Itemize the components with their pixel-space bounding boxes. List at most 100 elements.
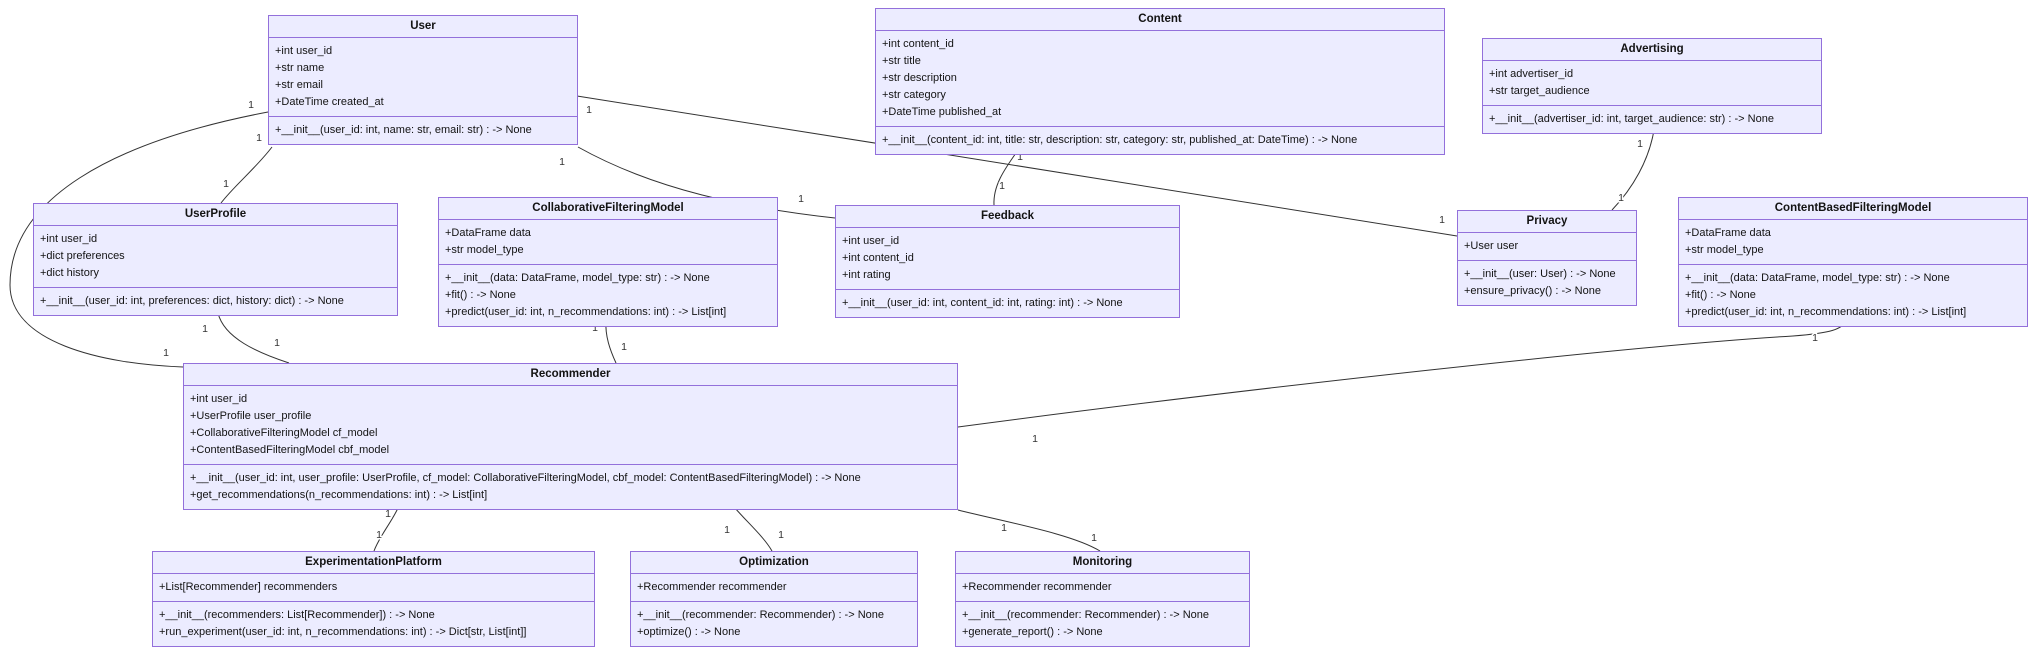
class-attributes-compartment: +Recommender recommender bbox=[631, 574, 917, 602]
class-title: Monitoring bbox=[956, 552, 1249, 574]
class-attribute: +List[Recommender] recommenders bbox=[159, 581, 338, 593]
class-optimization: Optimization+Recommender recommender +__i… bbox=[630, 551, 918, 647]
class-methods-compartment: +__init__(user_id: int, name: str, email… bbox=[269, 117, 577, 144]
class-method: +predict(user_id: int, n_recommendations… bbox=[445, 306, 727, 318]
class-attributes-compartment: +DataFrame data+str model_type bbox=[439, 220, 777, 265]
class-method: +__init__(user_id: int, content_id: int,… bbox=[842, 297, 1123, 309]
class-attribute: +ContentBasedFilteringModel cbf_model bbox=[190, 444, 390, 456]
multiplicity-label: 1 bbox=[1032, 433, 1038, 445]
class-method: +__init__(data: DataFrame, model_type: s… bbox=[1685, 272, 1950, 284]
class-attributes-compartment: +int user_id+int content_id+int rating bbox=[836, 228, 1179, 290]
class-cbfm: ContentBasedFilteringModel+DataFrame dat… bbox=[1678, 197, 2028, 327]
class-attribute: +UserProfile user_profile bbox=[190, 410, 312, 422]
multiplicity-label: 1 bbox=[586, 104, 592, 116]
class-method: +__init__(advertiser_id: int, target_aud… bbox=[1489, 113, 1774, 125]
multiplicity-label: 1 bbox=[621, 341, 627, 353]
edge-user-feedback bbox=[577, 146, 836, 219]
multiplicity-label: 1 bbox=[385, 508, 391, 520]
class-method: +fit() : -> None bbox=[1685, 289, 1756, 301]
multiplicity-label: 1 bbox=[1017, 151, 1023, 163]
multiplicity-label: 1 bbox=[1091, 532, 1097, 544]
class-attribute: +int advertiser_id bbox=[1489, 68, 1574, 80]
class-methods-compartment: +__init__(user_id: int, content_id: int,… bbox=[836, 290, 1179, 317]
class-method: +optimize() : -> None bbox=[637, 626, 741, 638]
class-methods-compartment: +__init__(content_id: int, title: str, d… bbox=[876, 127, 1444, 154]
class-attribute: +str title bbox=[882, 55, 921, 67]
class-title: ExperimentationPlatform bbox=[153, 552, 594, 574]
class-user: User+int user_id+str name+str email+Date… bbox=[268, 15, 578, 145]
multiplicity-label: 1 bbox=[1812, 332, 1818, 344]
edge-advertising-privacy bbox=[1611, 129, 1655, 211]
class-attributes-compartment: +User user bbox=[1458, 233, 1636, 261]
class-attribute: +User user bbox=[1464, 240, 1519, 252]
class-title: Content bbox=[876, 9, 1444, 31]
edge-recommender-monitoring bbox=[957, 509, 1101, 552]
class-attribute: +str description bbox=[882, 72, 957, 84]
class-method: +__init__(user_id: int, user_profile: Us… bbox=[190, 472, 861, 484]
class-method: +generate_report() : -> None bbox=[962, 626, 1103, 638]
multiplicity-label: 1 bbox=[1637, 138, 1643, 150]
class-recommender: Recommender +int user_id +UserProfile user… bbox=[183, 363, 958, 510]
class-feedback: Feedback+int user_id+int content_id+int … bbox=[835, 205, 1180, 318]
multiplicity-label: 1 bbox=[376, 529, 382, 541]
multiplicity-label: 1 bbox=[248, 99, 254, 111]
class-method: +__init__(recommenders: List[Recommender… bbox=[159, 609, 435, 621]
class-methods-compartment: +__init__(user: User) : -> None +ensure_p… bbox=[1458, 261, 1636, 305]
class-method: +__init__(recommender: Recommender) : ->… bbox=[637, 609, 885, 621]
class-privacy: Privacy +User user +__init__(user: User) :… bbox=[1457, 210, 1637, 306]
class-method: +__init__(data: DataFrame, model_type: s… bbox=[445, 272, 710, 284]
class-attributes-compartment: +List[Recommender] recommenders bbox=[153, 574, 594, 602]
class-method: +fit() : -> None bbox=[445, 289, 516, 301]
edge-recommender-optimization bbox=[734, 507, 773, 552]
multiplicity-label: 1 bbox=[1618, 192, 1624, 204]
class-title: Optimization bbox=[631, 552, 917, 574]
class-experimentationplatform: ExperimentationPlatform +List[Recommender… bbox=[152, 551, 595, 647]
class-method: +__init__(user_id: int, name: str, email… bbox=[275, 124, 532, 136]
class-methods-compartment: +__init__(recommender: Recommender) : ->… bbox=[956, 602, 1249, 646]
class-title: ContentBasedFilteringModel bbox=[1679, 198, 2027, 220]
class-methods-compartment: +__init__(advertiser_id: int, target_aud… bbox=[1483, 106, 1821, 133]
class-attributes-compartment: +int user_id+str name+str email+DateTime… bbox=[269, 38, 577, 117]
class-methods-compartment: +__init__(recommender: Recommender) : ->… bbox=[631, 602, 917, 646]
multiplicity-label: 1 bbox=[999, 180, 1005, 192]
class-attribute: +int rating bbox=[842, 269, 891, 281]
class-methods-compartment: +__init__(user_id: int, preferences: dic… bbox=[34, 288, 397, 315]
class-attributes-compartment: +int content_id +str title +str descriptio… bbox=[876, 31, 1444, 127]
class-attribute: +int content_id bbox=[882, 38, 954, 50]
class-method: +__init__(content_id: int, title: str, d… bbox=[882, 134, 1358, 146]
class-attribute: +dict history bbox=[40, 267, 99, 279]
class-attribute: +int user_id bbox=[275, 45, 333, 57]
class-methods-compartment: +__init__(recommenders: List[Recommender… bbox=[153, 602, 594, 646]
class-methods-compartment: +__init__(user_id: int, user_profile: Us… bbox=[184, 465, 957, 509]
class-attribute: +DataFrame data bbox=[445, 227, 531, 239]
multiplicity-label: 1 bbox=[724, 524, 730, 536]
class-attribute: +str email bbox=[275, 79, 323, 91]
multiplicity-label: 1 bbox=[163, 347, 169, 359]
multiplicity-label: 1 bbox=[202, 323, 208, 335]
class-attribute: +DateTime created_at bbox=[275, 96, 384, 108]
class-methods-compartment: +__init__(data: DataFrame, model_type: s… bbox=[1679, 265, 2027, 326]
edge-user-userprofile bbox=[220, 146, 273, 204]
class-attribute: +dict preferences bbox=[40, 250, 125, 262]
class-monitoring: Monitoring+Recommender recommender+__ini… bbox=[955, 551, 1250, 647]
class-method: +__init__(user_id: int, preferences: dic… bbox=[40, 295, 344, 307]
class-attribute: +int user_id bbox=[190, 393, 248, 405]
multiplicity-label: 1 bbox=[592, 322, 598, 334]
class-title: Recommender bbox=[184, 364, 957, 386]
class-title: Privacy bbox=[1458, 211, 1636, 233]
edge-userprofile-recommender bbox=[217, 312, 290, 364]
class-method: +__init__(user: User) : -> None bbox=[1464, 268, 1616, 280]
class-method: +predict(user_id: int, n_recommendations… bbox=[1685, 306, 1967, 318]
multiplicity-label: 1 bbox=[274, 337, 280, 349]
class-title: Feedback bbox=[836, 206, 1179, 228]
class-attribute: +int content_id bbox=[842, 252, 914, 264]
class-method: +ensure_privacy() : -> None bbox=[1464, 285, 1601, 297]
class-attributes-compartment: +int advertiser_id +str target_audience bbox=[1483, 61, 1821, 106]
class-method: +get_recommendations(n_recommendations: … bbox=[190, 489, 488, 501]
class-attribute: +str model_type bbox=[1685, 244, 1764, 256]
class-attribute: +str target_audience bbox=[1489, 85, 1590, 97]
class-attributes-compartment: +int user_id+dict preferences+dict histo… bbox=[34, 226, 397, 288]
class-userprofile: UserProfile+int user_id+dict preferences… bbox=[33, 203, 398, 316]
edge-cfm-recommender bbox=[605, 320, 617, 364]
